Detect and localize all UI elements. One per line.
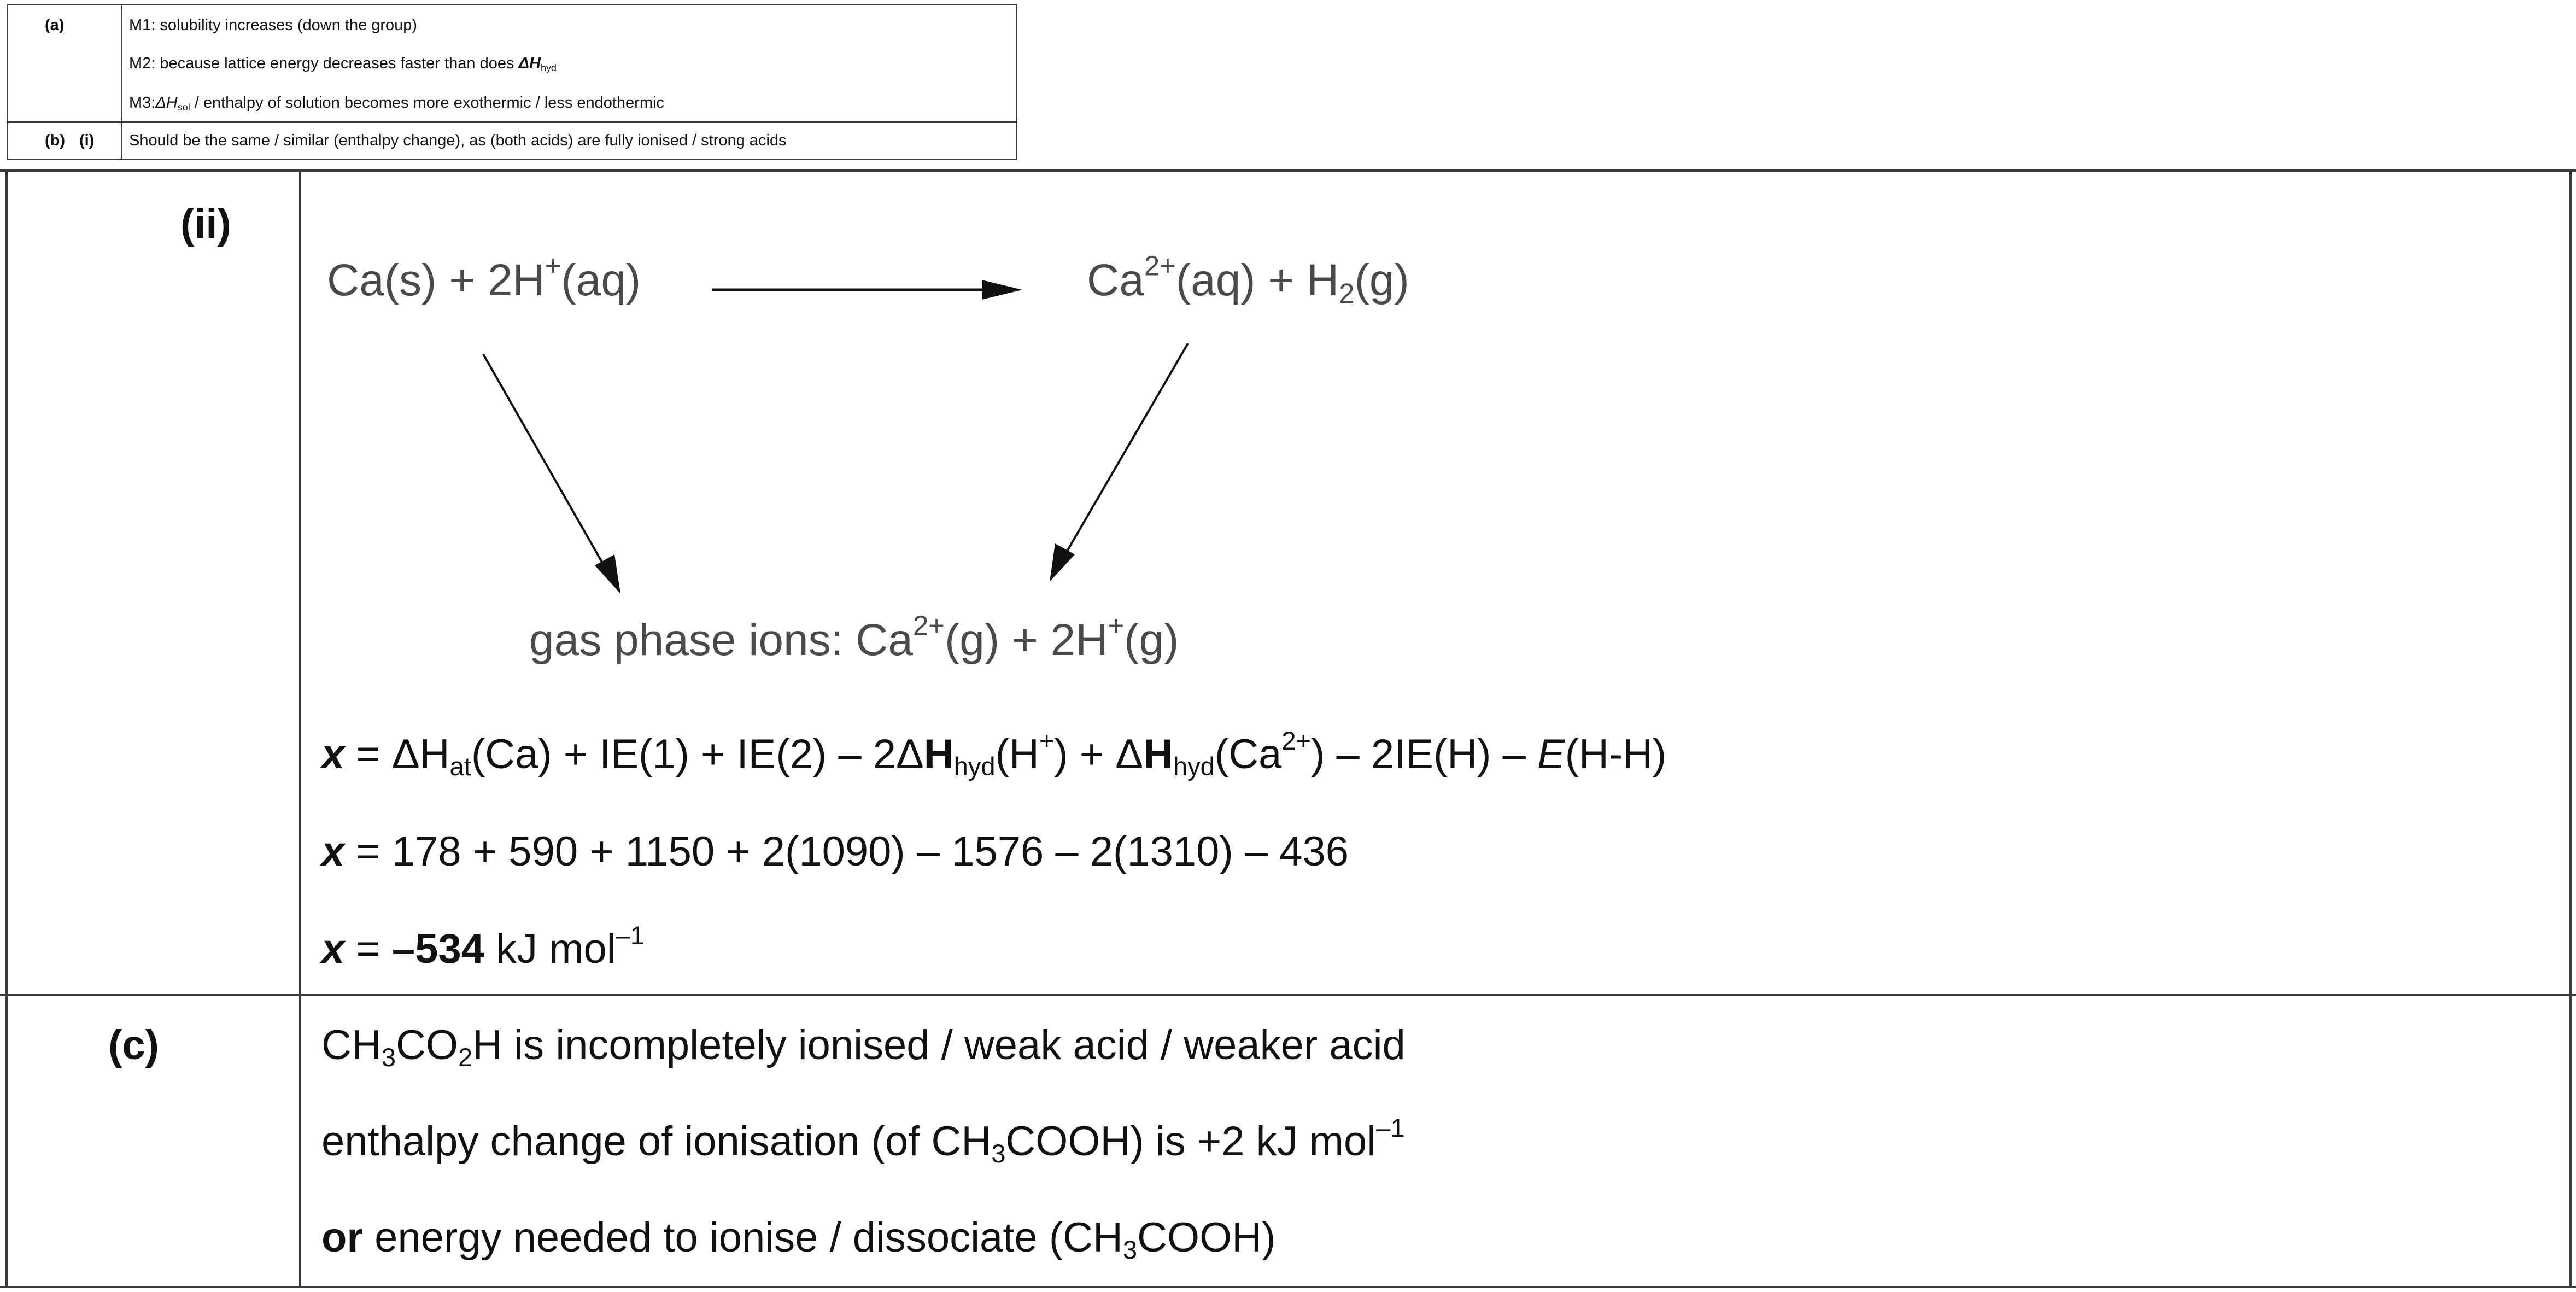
part-c-line-2: enthalpy change of ionisation (of CH3COO… [321,1113,1405,1168]
mark-b-i: Should be the same / similar (enthalpy c… [129,132,787,149]
hydration-arrow [1050,342,1189,582]
part-a-label: (a) [45,16,65,34]
equation-substitution: x = 178 + 590 + 1150 + 2(1090) – 1576 – … [321,828,1349,875]
part-ii-label: (ii) [180,201,231,247]
products-label: Ca2+(aq) + H2(g) [1087,250,1409,309]
equation-hess-sum: x = ΔHat(Ca) + IE(1) + IE(2) – 2ΔHhyd(H+… [321,726,1667,781]
reaction-arrow [712,280,1022,300]
equation-result: x = –534 kJ mol–1 [321,921,645,972]
part-c-label: (c) [108,1022,159,1068]
part-c-line-3: or energy needed to ionise / dissociate … [321,1214,1276,1265]
mark-m1: M1: solubility increases (down the group… [129,16,418,34]
mark-m2: M2: because lattice energy decreases fas… [129,55,557,74]
part-c-line-1: CH3CO2H is incompletely ionised / weak a… [321,1022,1406,1072]
mark-m3: M3:ΔHsol / enthalpy of solution becomes … [129,94,664,113]
reactants-label: Ca(s) + 2H+(aq) [327,250,641,305]
atomise-arrow [482,354,620,594]
gas-phase-ions-label: gas phase ions: Ca2+(g) + 2H+(g) [529,610,1179,665]
part-b-i-label: (i) [79,132,95,149]
part-b-label: (b) [45,132,66,149]
